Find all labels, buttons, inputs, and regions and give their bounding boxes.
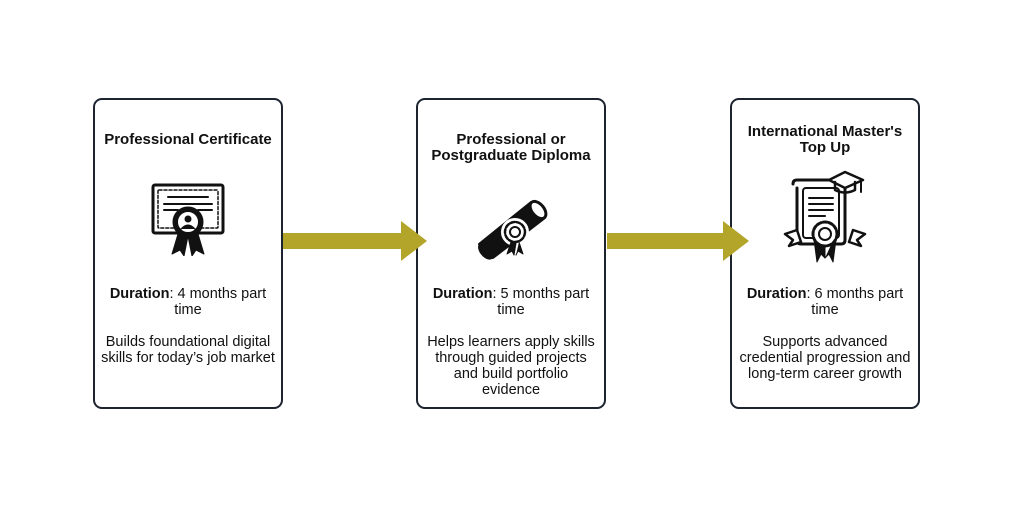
stage-card-masters-top-up: International Master's Top Up — [730, 98, 920, 409]
stage-title: International Master's Top Up — [747, 123, 903, 156]
stage-card-professional-certificate: Professional Certificate Duration: 4 mon… — [93, 98, 283, 409]
stage-description: Helps learners apply skills through guid… — [427, 334, 595, 398]
duration-value: : 5 months part time — [492, 286, 590, 318]
stage-description: Builds foundational digital skills for t… — [101, 334, 275, 366]
diploma-scroll-icon — [473, 192, 549, 262]
stage-card-diploma: Professional or Postgraduate Diploma Dur… — [416, 98, 606, 409]
stage-duration: Duration: 4 months part time — [101, 286, 275, 318]
duration-label: Duration — [432, 286, 493, 302]
stage-title: Professional Certificate — [104, 131, 272, 148]
stage-description: Supports advanced credential progression… — [739, 334, 911, 382]
stage-duration: Duration: 5 months part time — [424, 286, 598, 318]
duration-label: Duration — [109, 286, 170, 302]
right-arrow-icon — [607, 219, 749, 268]
duration-label: Duration — [746, 286, 807, 302]
stage-duration: Duration: 6 months part time — [738, 286, 912, 318]
masters-degree-icon — [783, 170, 867, 266]
duration-value: : 6 months part time — [806, 286, 904, 318]
stage-title: Professional or Postgraduate Diploma — [431, 131, 591, 164]
right-arrow-icon — [283, 219, 427, 268]
duration-value: : 4 months part time — [169, 286, 267, 318]
certificate-icon — [150, 182, 226, 256]
